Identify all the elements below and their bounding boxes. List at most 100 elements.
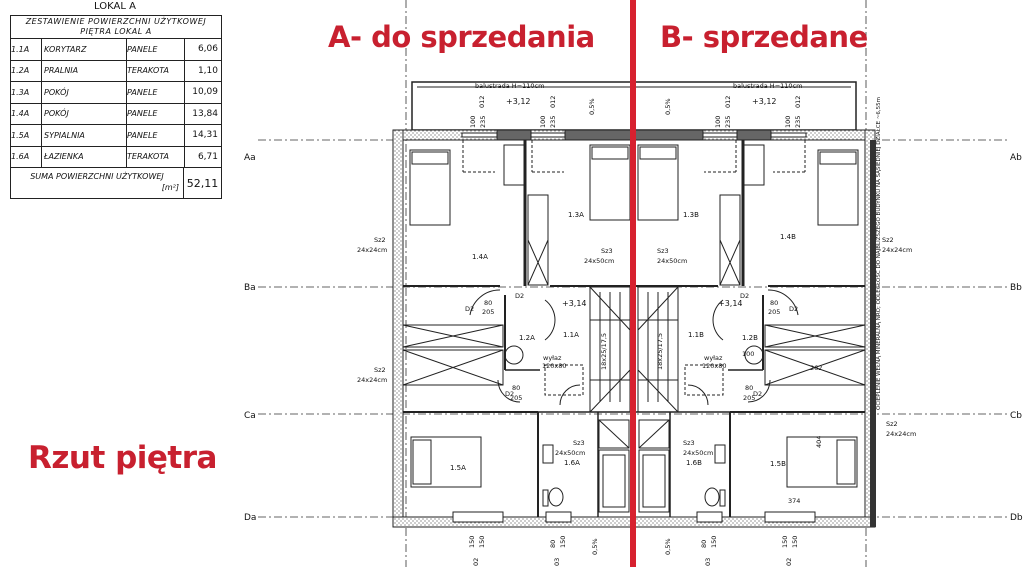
- balustrade-label-b: balustrada H=110cm: [733, 82, 802, 90]
- vent-sz3-a: Sz3: [601, 247, 613, 255]
- room-label-1-3b: 1.3B: [683, 211, 699, 219]
- room-label-1-6b: 1.6B: [686, 459, 702, 467]
- window-tag-012: 012: [478, 96, 486, 108]
- dim-150: 150: [781, 536, 789, 548]
- grid-label-b-left: Ba: [244, 283, 256, 293]
- grid-labels: Aa Ba Ca Da Ab Bb Cb Db: [244, 153, 1023, 523]
- room-floor: PANELE: [127, 103, 185, 124]
- dim-150: 150: [478, 536, 486, 548]
- room-name: KORYTARZ: [42, 39, 127, 60]
- window-tag-012: 012: [724, 96, 732, 108]
- table-header-line1: ZESTAWIENIE POWIERZCHNI UŻYTKOWEJ: [25, 17, 207, 26]
- door-tag: D2: [753, 390, 762, 398]
- grid-label-d-left: Da: [244, 513, 256, 523]
- vent-sz3-b-bath: Sz3: [683, 439, 695, 447]
- sum-value: 52,11: [186, 176, 219, 190]
- table-header-line2: PIĘTRA LOKAL A: [80, 27, 152, 36]
- room-name: POKÓJ: [42, 103, 127, 124]
- grid-label-a-left: Aa: [244, 153, 256, 163]
- room-label-1-4b: 1.4B: [780, 233, 796, 241]
- vent-sz3-size: 24x50cm: [657, 257, 687, 265]
- window-tag-02: 02: [785, 558, 793, 566]
- balustrade-label-a: balustrada H=110cm: [475, 82, 544, 90]
- room-code: 1.5A: [11, 125, 42, 146]
- dim-374: 374: [788, 497, 800, 505]
- slope-a-bottom: 0,5%: [591, 538, 599, 555]
- door-tag: D2: [515, 292, 524, 300]
- dim-150: 150: [559, 536, 567, 548]
- room-code: 1.3A: [11, 82, 42, 103]
- dim-80: 80: [745, 384, 753, 392]
- vent-sz2-right-2: Sz2: [886, 420, 898, 428]
- vent-sz3-size: 24x50cm: [555, 449, 585, 457]
- heading-floor-plan: Rzut piętra: [28, 440, 217, 476]
- door-tag: D2: [465, 305, 474, 313]
- room-area: 6,71: [197, 151, 218, 162]
- room-floor: TERAKOTA: [127, 60, 185, 81]
- room-name: ŁAZIENKA: [42, 146, 127, 167]
- room-floor: PANELE: [127, 82, 185, 103]
- slope-b-bottom: 0,5%: [664, 538, 672, 555]
- grid-label-c-right: Cb: [1010, 411, 1022, 421]
- room-label-1-3a: 1.3A: [568, 211, 584, 219]
- hatch-size-a: 120x80: [542, 362, 567, 370]
- vent-sz3-b: Sz3: [657, 247, 669, 255]
- vent-sz2-right-1: Sz2: [882, 236, 894, 244]
- plan-half-b: [632, 80, 877, 529]
- grid-label-d-right: Db: [1010, 513, 1023, 523]
- room-labels: 1.1A 1.2A 1.3A 1.4A 1.5A 1.6A 1.1B 1.2B …: [450, 211, 796, 472]
- room-area: 6,06: [197, 44, 218, 55]
- dim-80: 80: [512, 384, 520, 392]
- grid-label-c-left: Ca: [244, 411, 256, 421]
- table-sum-row: SUMA POWIERZCHNI UŻYTKOWEJ [m²] 52,11: [11, 168, 221, 198]
- dim-80: 80: [484, 299, 492, 307]
- door-tag: D2: [789, 305, 798, 313]
- slope-b: 0,5%: [664, 98, 672, 115]
- sum-label-cell: SUMA POWIERZCHNI UŻYTKOWEJ [m²]: [11, 168, 184, 198]
- dim-235: 235: [794, 116, 802, 128]
- room-label-1-5a: 1.5A: [450, 464, 466, 472]
- level-hall-b: +3,14: [718, 299, 743, 308]
- room-label-1-2a: 1.2A: [519, 334, 535, 342]
- level-balcony-a: +3,12: [506, 97, 531, 106]
- dim-80: 80: [770, 299, 778, 307]
- sale-divider-line: [630, 0, 636, 567]
- room-code: 1.4A: [11, 103, 42, 124]
- dim-205: 205: [743, 394, 755, 402]
- dim-150: 150: [710, 536, 718, 548]
- room-floor: PANELE: [127, 125, 185, 146]
- hatch-size-b: 120x80: [702, 362, 727, 370]
- door-tag: D2: [740, 292, 749, 300]
- room-name: POKÓJ: [42, 82, 127, 103]
- room-name: PRALNIA: [42, 60, 127, 81]
- room-code: 1.2A: [11, 60, 42, 81]
- dim-235: 235: [549, 116, 557, 128]
- room-area: 10,09: [192, 87, 218, 98]
- dim-205: 205: [768, 308, 780, 316]
- dim-100: 100: [742, 350, 754, 358]
- dim-150: 150: [468, 536, 476, 548]
- window-tag-02: 02: [472, 558, 480, 566]
- vent-sz2-size: 24x24cm: [357, 246, 387, 254]
- room-area: 13,84: [192, 108, 218, 119]
- room-area: 14,31: [192, 130, 218, 141]
- wall-note: OCIEPLENIE WEŁNĄ MINERALNĄ NRO; ODLEGŁOŚ…: [875, 97, 882, 410]
- window-tag-03: 03: [553, 558, 561, 566]
- vent-sz3-a-bath: Sz3: [573, 439, 585, 447]
- window-tag-03: 03: [704, 558, 712, 566]
- heading-b-sold: B- sprzedane: [660, 20, 868, 54]
- area-table: ZESTAWIENIE POWIERZCHNI UŻYTKOWEJ PIĘTRA…: [10, 15, 222, 199]
- room-label-1-4a: 1.4A: [472, 253, 488, 261]
- dim-80: 80: [700, 540, 708, 548]
- vent-sz2-left-1: Sz2: [374, 236, 386, 244]
- dim-205: 205: [510, 394, 522, 402]
- vent-sz2-left-2: Sz2: [374, 366, 386, 374]
- hatch-label-a: wyłaz: [543, 354, 562, 362]
- room-floor: PANELE: [127, 39, 185, 60]
- insulated-wall: [870, 140, 876, 527]
